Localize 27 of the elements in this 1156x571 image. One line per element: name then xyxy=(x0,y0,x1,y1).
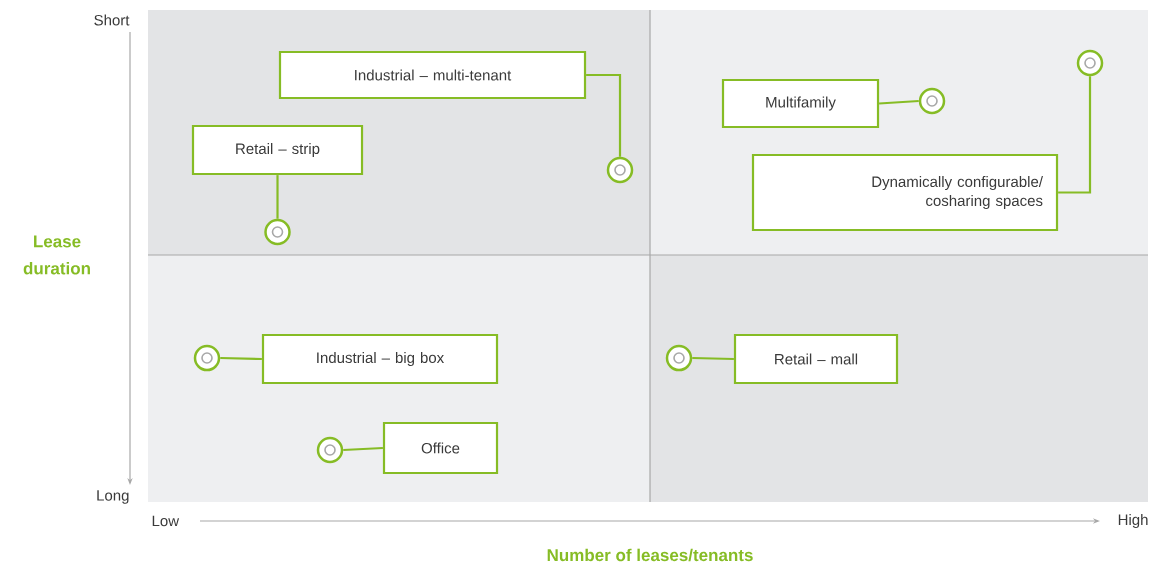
label-box: Multifamily xyxy=(721,78,880,129)
label-box: Office xyxy=(382,421,499,475)
label-box: Retail – mall xyxy=(733,333,899,385)
label-box: Dynamically configurable/ cosharing spaces xyxy=(751,153,1059,232)
marker-circle xyxy=(1076,49,1104,77)
marker-circle xyxy=(316,436,344,464)
marker-circle xyxy=(606,156,634,184)
axis-label: High xyxy=(1118,514,1148,528)
leader-line xyxy=(220,356,262,361)
axis-title: Number of leases/tenants xyxy=(547,548,753,562)
leader-line xyxy=(343,446,383,452)
leader-line xyxy=(586,73,622,157)
leader-line xyxy=(879,99,919,105)
leader-line xyxy=(276,175,279,219)
leader-line xyxy=(692,356,734,361)
marker-circle xyxy=(918,87,946,115)
label-box: Industrial – multi-tenant xyxy=(278,50,587,100)
marker-circle xyxy=(264,218,291,246)
marker-circle xyxy=(193,344,221,372)
label-box: Industrial – big box xyxy=(261,333,499,385)
leader-line xyxy=(1058,76,1092,194)
axis-label: Short xyxy=(94,14,130,26)
label-box: Retail – strip xyxy=(191,124,364,176)
axis-label: Low xyxy=(152,515,180,527)
axis-title: Lease duration xyxy=(23,235,90,275)
marker-circle xyxy=(665,344,693,372)
axis-label: Long xyxy=(97,490,129,504)
